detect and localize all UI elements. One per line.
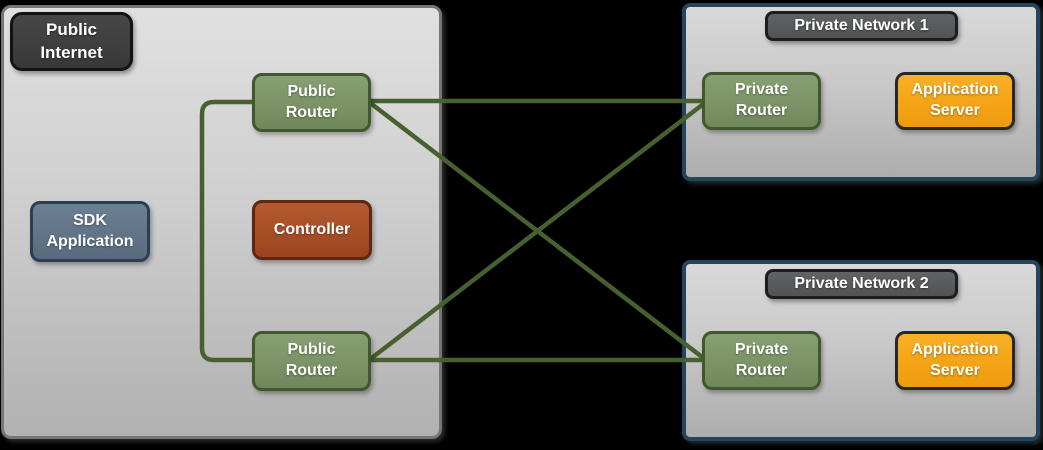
private-router-2-node: Private Router: [702, 331, 821, 390]
application-server-1-node: Application Server: [895, 72, 1015, 130]
sdk-application-label: SDK Application: [46, 211, 134, 250]
public-router-top-node: Public Router: [252, 73, 371, 132]
private-router-2-label: Private Router: [734, 340, 789, 379]
application-server-2-label: Application Server: [911, 340, 999, 379]
link-bottom-router-to-private-router-1: [366, 99, 709, 363]
controller-label: Controller: [273, 220, 351, 238]
public-router-bottom-node: Public Router: [252, 331, 371, 391]
private-network-1-title: Private Network 1: [794, 17, 929, 34]
link-public-router-top-to-bottom: [199, 99, 257, 363]
private-network-1-title-badge: Private Network 1: [765, 11, 958, 41]
private-router-1-node: Private Router: [702, 72, 821, 130]
public-internet-title: Public Internet: [40, 20, 103, 62]
controller-node: Controller: [252, 200, 372, 260]
private-router-1-label: Private Router: [734, 81, 789, 119]
application-server-1-label: Application Server: [911, 81, 999, 119]
public-router-top-label: Public Router: [285, 82, 338, 121]
sdk-application-node: SDK Application: [30, 201, 150, 262]
private-network-2-title-badge: Private Network 2: [765, 269, 958, 299]
public-router-bottom-label: Public Router: [285, 341, 338, 379]
private-network-2-title: Private Network 2: [794, 275, 929, 292]
application-server-2-node: Application Server: [895, 331, 1015, 390]
public-internet-title-badge: Public Internet: [10, 12, 133, 71]
